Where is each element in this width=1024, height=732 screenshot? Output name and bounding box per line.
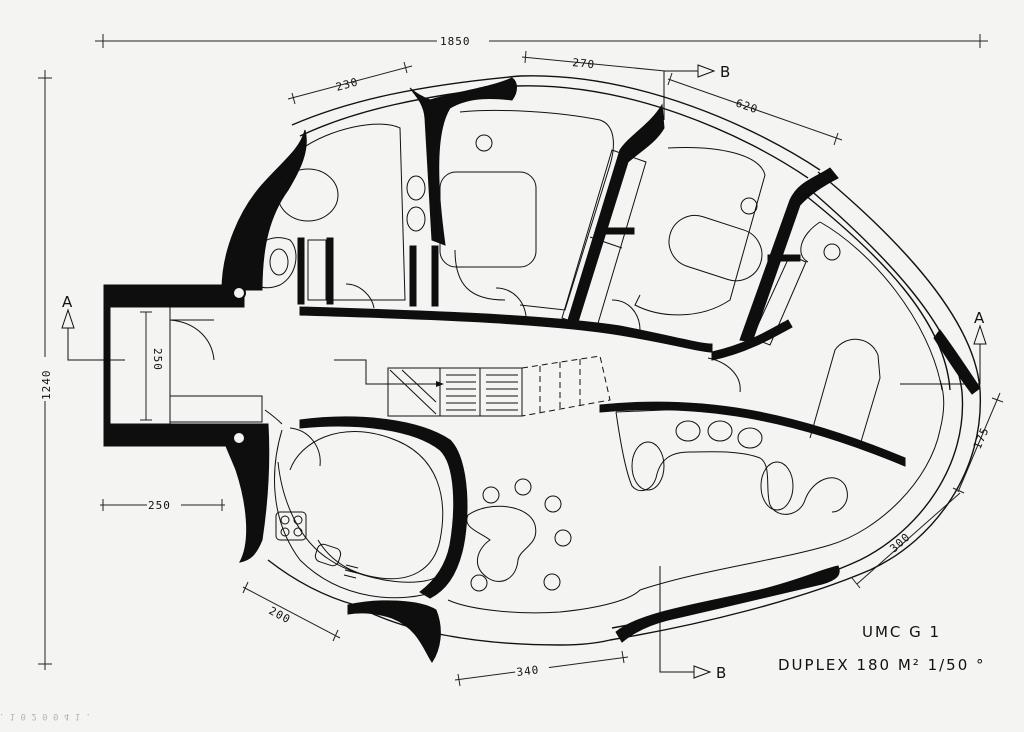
dim-230: 230 (334, 75, 359, 93)
structural-walls (103, 77, 981, 663)
dim-1240: 1240 (40, 370, 53, 401)
dim-620: 620 (734, 97, 760, 117)
section-b-bottom-arrow-icon (693, 665, 712, 679)
section-b-top-arrow-icon (697, 64, 716, 78)
dimension-lines (38, 34, 1004, 687)
dim-270: 270 (572, 56, 596, 71)
section-a-left-arrow-icon (61, 308, 75, 329)
interior-outlines (109, 109, 945, 614)
dimension-labels: 1850 1240 230 270 620 250 250 200 340 17… (38, 34, 992, 679)
archive-stamp: 2 . 1 0 2 0 0 4 1 . (0, 711, 91, 721)
dim-340: 340 (516, 663, 540, 679)
section-b-top-label: B (720, 63, 732, 81)
section-markers: A A B B (61, 63, 987, 682)
dim-250-lower: 250 (148, 499, 171, 512)
section-b-bottom-label: B (716, 664, 728, 682)
dim-1850: 1850 (440, 35, 471, 48)
section-a-right-label: A (974, 309, 986, 327)
section-a-left-label: A (62, 293, 74, 311)
section-a-right-arrow-icon (973, 324, 987, 345)
dim-200: 200 (267, 604, 293, 626)
title-block: UMC G 1 DUPLEX 180 M² 1/50 ° (778, 623, 986, 674)
dim-250-entry: 250 (151, 348, 164, 371)
plan-description: DUPLEX 180 M² 1/50 ° (778, 656, 986, 674)
model-label: UMC G 1 (862, 623, 941, 641)
